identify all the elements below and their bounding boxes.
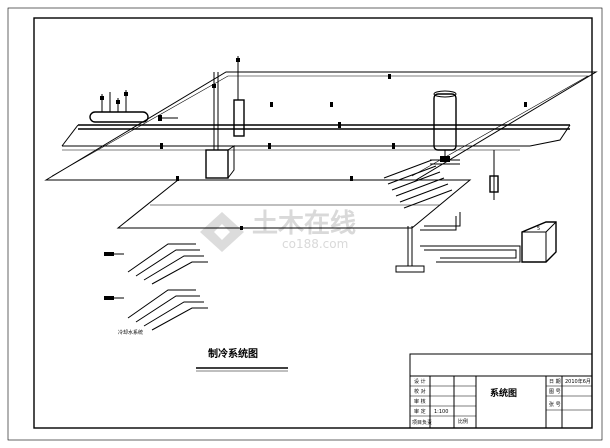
vertical-tank — [430, 90, 460, 165]
sheet-no-label: 张 号 — [549, 401, 561, 408]
title-row-2: 校 对 — [414, 388, 426, 395]
inner-frame — [33, 17, 593, 429]
left-header-equipment — [89, 90, 178, 123]
date-value: 2010年6月 — [565, 378, 591, 385]
title-block: 设 计 校 对 审 核 审 定 项目负责 比例 1:100 系统图 日 期 20… — [409, 353, 593, 429]
left-group-label: 冷却水系统 — [118, 329, 143, 336]
scale-value: 1:100 — [434, 409, 448, 415]
tank-number: 5 — [537, 226, 540, 232]
top-loop-outline — [44, 71, 598, 181]
drawing-title: 制冷系统图 — [208, 347, 258, 360]
scale-label: 比例 — [458, 418, 468, 425]
date-label: 日 期 — [549, 379, 561, 385]
filter-vessel — [233, 99, 245, 137]
title-row-1: 设 计 — [414, 378, 426, 385]
tank-front — [521, 221, 557, 263]
riser-and-pump — [205, 56, 245, 179]
return-pipe-loop — [116, 179, 472, 229]
top-loop-inner — [51, 75, 590, 177]
watermark-brand: 土木在线 — [252, 209, 356, 239]
valve-markers — [160, 74, 527, 230]
title-row-4: 审 定 — [414, 408, 426, 415]
outer-frame — [7, 7, 603, 441]
header-pipe-right-bend — [529, 124, 571, 147]
watermark: 土木在线 co188.com — [200, 209, 356, 252]
header-vessel — [89, 111, 149, 123]
pump-unit — [205, 149, 229, 179]
cooling-tank: 5 — [521, 221, 557, 263]
left-branch-groups: 冷却水系统 — [104, 243, 208, 336]
drawing-no-label: 图 号 — [549, 389, 561, 395]
lower-loop-outline — [116, 179, 472, 229]
main-pipe-loop — [44, 71, 598, 181]
title-row-5: 项目负责 — [412, 419, 432, 426]
right-distribution — [383, 150, 521, 273]
title-row-3: 审 核 — [414, 398, 426, 405]
watermark-site: co188.com — [282, 237, 348, 251]
header-pipe-left-bend — [61, 124, 79, 147]
tank-body — [433, 93, 457, 151]
strainer-unit — [489, 175, 499, 193]
sheet-name: 系统图 — [490, 387, 517, 399]
watermark-logo-icon — [200, 212, 244, 252]
